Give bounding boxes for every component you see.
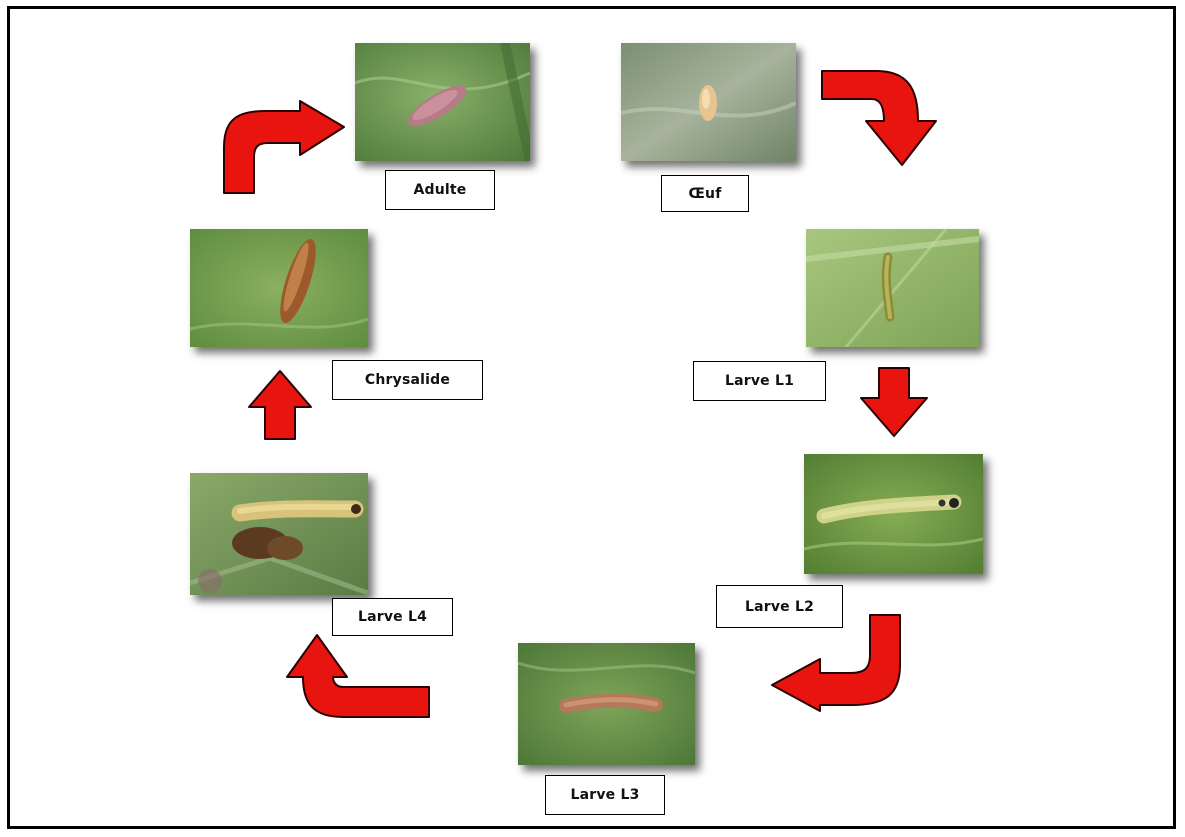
curved-arrow-up-icon — [273, 629, 433, 721]
label-adulte: Adulte — [385, 170, 495, 210]
photo-oeuf — [621, 43, 796, 161]
arrow-up-icon — [247, 369, 313, 441]
photo-larve-l4 — [190, 473, 368, 595]
curved-arrow-down-icon — [818, 69, 950, 169]
label-chrysalide: Chrysalide — [332, 360, 483, 400]
label-larve-l1: Larve L1 — [693, 361, 826, 401]
curved-arrow-left-icon — [770, 613, 910, 713]
photo-larve-l3 — [518, 643, 695, 765]
diagram-frame: Adulte Œuf Larve L1 Larve L2 Larve L3 La… — [7, 6, 1176, 829]
label-larve-l3: Larve L3 — [545, 775, 665, 815]
curved-arrow-right-icon — [222, 99, 346, 195]
photo-chrysalide — [190, 229, 368, 347]
photo-adulte — [355, 43, 530, 161]
photo-larve-l2 — [804, 454, 983, 574]
label-oeuf: Œuf — [661, 175, 749, 212]
photo-larve-l1 — [806, 229, 979, 347]
arrow-down-icon — [859, 366, 931, 438]
